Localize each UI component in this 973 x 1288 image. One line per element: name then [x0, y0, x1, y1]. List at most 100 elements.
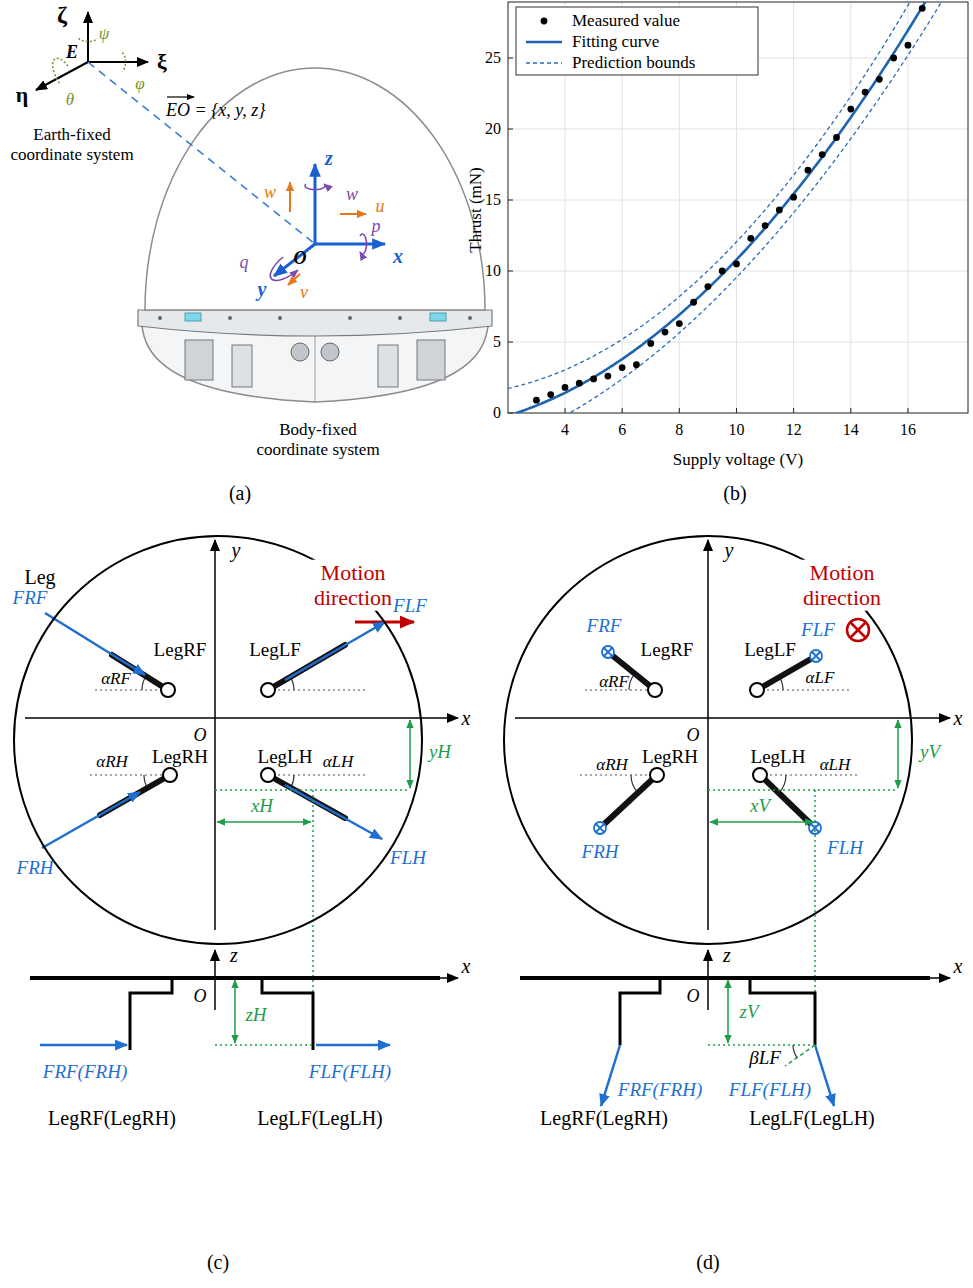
axis-label: y [258, 278, 267, 301]
robot-illustration [348, 316, 352, 320]
leg-top-view-c [90, 774, 170, 775]
leg-top-view-d [515, 717, 950, 719]
tick-label: 8 [675, 421, 683, 439]
robot-illustration [138, 68, 492, 402]
axis-label: z [325, 147, 333, 170]
data-point [533, 397, 540, 404]
angle-label: αRF [101, 669, 131, 689]
leg-top-view-c [90, 690, 365, 775]
axis-label: z [723, 944, 731, 967]
leg-top-view-c [95, 689, 168, 690]
axis-label: x [462, 955, 471, 978]
plot-frame [508, 2, 968, 413]
leg-side-view-c [214, 950, 216, 1010]
leg-top-view-d [708, 720, 898, 1045]
leg-side-view-d [620, 978, 660, 1045]
tick [907, 408, 908, 413]
origin-label: E [66, 42, 78, 63]
robot-illustration [468, 316, 472, 320]
origin-label: O [687, 986, 700, 1007]
robot-illustration [158, 316, 162, 320]
dimension-label: yH [429, 741, 451, 763]
data-point [647, 340, 654, 347]
data-point [733, 261, 740, 268]
leg-top-view-c [42, 613, 385, 848]
velocity-label: w [264, 182, 276, 203]
force-label: FLF(FLH) [729, 1079, 811, 1101]
grid-line [508, 271, 968, 272]
leg-side-view-d [520, 950, 950, 1106]
velocity-label: v [300, 282, 308, 303]
robot-illustration [291, 343, 309, 361]
leg-top-view-c [45, 613, 145, 675]
tick [508, 58, 513, 59]
force-label: FRF [13, 587, 48, 609]
body-frame [314, 164, 317, 244]
axis-label: x [954, 707, 963, 730]
data-point [719, 268, 726, 275]
leg-name: LegLF [744, 639, 796, 661]
leg-side-view-c [130, 978, 172, 1050]
axis-label: y [725, 539, 734, 562]
tick-label: 16 [900, 421, 916, 439]
axis-label: x [954, 955, 963, 978]
force-label: FRF(FRH) [618, 1079, 702, 1101]
angle-label: αLH [820, 755, 851, 775]
origin-label: O [294, 248, 307, 269]
earth-frame [88, 61, 148, 63]
force-label: FRH [17, 857, 54, 879]
leg-name: LegLH [751, 746, 806, 768]
leg-side-view-c [234, 980, 236, 1043]
tick [508, 342, 513, 343]
body-frame [289, 182, 291, 212]
leg-top-view-c [214, 540, 216, 930]
leg-side-view-c [40, 1044, 127, 1047]
axis-label: η [16, 82, 29, 107]
leg-top-view-c [25, 717, 458, 719]
leg-label: LegRF(LegRH) [540, 1107, 668, 1130]
tick [508, 129, 513, 130]
force-label: FLH [390, 847, 426, 869]
data-point [747, 235, 754, 242]
thrust-chart [508, 0, 971, 443]
axis-label: ξ [157, 49, 167, 74]
axis-label: x [393, 245, 403, 268]
tick-label: 12 [786, 421, 802, 439]
leg-top-view-c [285, 785, 382, 839]
leg-top-view-d [580, 690, 860, 775]
origin-label: O [194, 986, 207, 1007]
leg-label: LegLF(LegLH) [257, 1107, 383, 1130]
axis-label: ζ [57, 2, 67, 30]
dimension-label: zH [245, 1004, 266, 1026]
leg-top-view-d [580, 774, 657, 775]
leg-top-view-d [710, 821, 813, 823]
prediction-bound [508, 2, 968, 413]
prediction-bound [508, 2, 968, 388]
grid-line [508, 200, 968, 201]
grid-line [508, 342, 968, 343]
grid-line [907, 2, 908, 413]
data-point [905, 42, 912, 49]
legend-text: Measured value [572, 11, 680, 31]
tick [679, 408, 680, 413]
data-point [576, 380, 583, 387]
grid-line [508, 129, 968, 130]
data-point [833, 134, 840, 141]
leg-side-view-c [316, 1044, 390, 1047]
data-point [847, 106, 854, 113]
tick-label: 6 [618, 421, 626, 439]
leg-side-view-d [708, 1044, 815, 1046]
leg-top-view-d [648, 683, 767, 782]
leg-side-view-d [707, 950, 709, 1010]
leg-top-view-d [847, 619, 869, 641]
body-frame [270, 164, 385, 285]
tick [622, 408, 623, 413]
tick-label: 5 [493, 333, 501, 351]
leg-top-view-c [25, 540, 458, 1045]
leg-top-view-c [261, 683, 275, 697]
axis-title: Thrust (mN) [466, 167, 486, 252]
angular-rate-label: p [372, 216, 381, 237]
axis-label: x [462, 707, 471, 730]
leg-top-view-c [409, 720, 411, 788]
axis-label: z [230, 944, 238, 967]
